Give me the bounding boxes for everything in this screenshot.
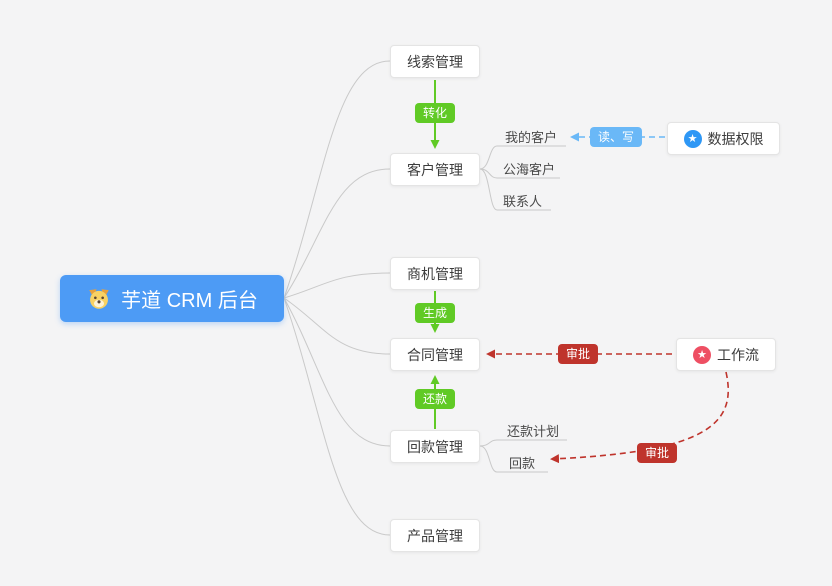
edge-root-receivables: [283, 297, 391, 447]
convert-badge: 转化: [414, 103, 456, 123]
child-receipt[interactable]: 回款: [509, 456, 536, 471]
edge-receivables-repay-plan: [479, 439, 567, 447]
node-opportunities-label: 商机管理: [407, 265, 463, 282]
node-opportunities[interactable]: 商机管理: [390, 257, 480, 290]
approve-contract-badge: 审批: [557, 344, 599, 364]
node-receivables[interactable]: 回款管理: [390, 430, 480, 463]
edge-root-opportunities: [283, 272, 391, 299]
read-write-badge: 读、写: [589, 127, 643, 147]
node-workflow[interactable]: ★ 工作流: [676, 338, 776, 371]
node-contracts[interactable]: 合同管理: [390, 338, 480, 371]
root-node[interactable]: 芋道 CRM 后台: [60, 275, 284, 322]
node-data-permission[interactable]: ★ 数据权限: [667, 122, 780, 155]
star-icon: ★: [683, 129, 702, 148]
node-workflow-label: 工作流: [717, 346, 759, 363]
node-products[interactable]: 产品管理: [390, 519, 480, 552]
generate-badge: 生成: [414, 303, 456, 323]
edge-root-customers: [283, 168, 391, 299]
node-customers-label: 客户管理: [407, 161, 463, 178]
node-contracts-label: 合同管理: [407, 346, 463, 363]
node-leads[interactable]: 线索管理: [390, 45, 480, 78]
child-my-customer[interactable]: 我的客户: [505, 130, 558, 145]
approve-receivable-badge: 审批: [636, 443, 678, 463]
node-data-permission-label: 数据权限: [707, 130, 764, 147]
root-label: 芋道 CRM 后台: [121, 290, 258, 312]
star-icon: ★: [693, 345, 711, 364]
node-products-label: 产品管理: [407, 527, 463, 544]
edge-root-products: [283, 297, 391, 536]
child-contact[interactable]: 联系人: [503, 194, 543, 209]
edge-root-leads: [283, 60, 391, 299]
child-repay-plan[interactable]: 还款计划: [507, 424, 560, 439]
node-leads-label: 线索管理: [407, 53, 463, 70]
dog-icon: [86, 286, 112, 312]
node-receivables-label: 回款管理: [407, 438, 463, 455]
child-public-customer[interactable]: 公海客户: [503, 162, 556, 177]
node-customers[interactable]: 客户管理: [390, 153, 480, 186]
edge-root-contracts: [283, 297, 391, 355]
repay-badge: 还款: [414, 389, 456, 409]
